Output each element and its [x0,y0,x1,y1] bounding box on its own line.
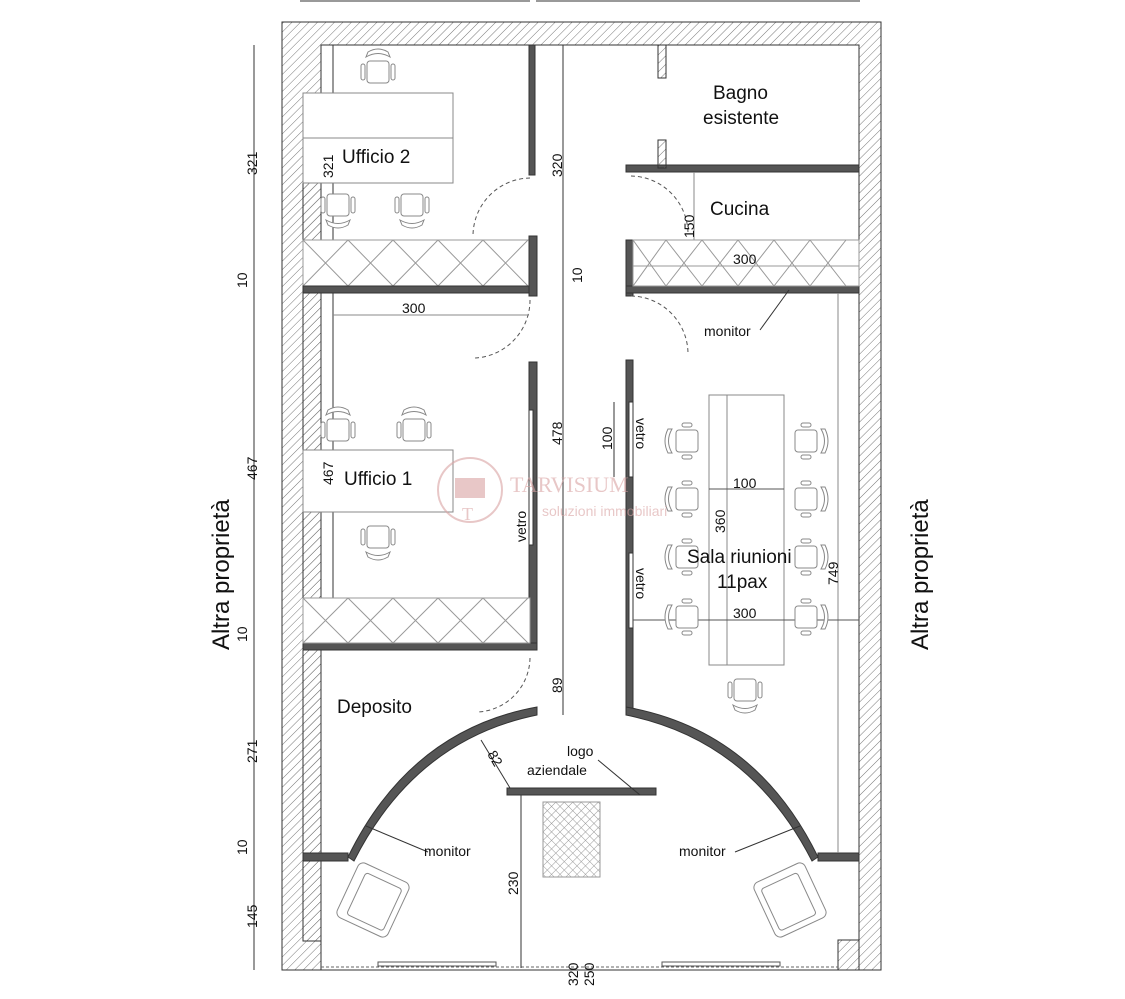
glass-partitions [528,401,634,629]
dimension-749: 749 [825,561,841,585]
monitor-label: monitor [679,843,726,859]
sliding-door-left [377,961,497,967]
watermark-name: TARVISIUM [510,472,629,497]
dimension-321: 321 [244,151,260,175]
dimension-300: 300 [733,605,757,621]
dimension-467: 467 [244,456,260,480]
logo-wall [506,787,657,796]
room-label-sala-riunioni: Sala riunioni [687,547,792,568]
dimension-467: 467 [320,461,336,485]
room-label-deposito: Deposito [337,697,412,718]
neighbor-property-left: Altra proprietà [208,499,235,650]
dimension-82: 82 [484,748,506,770]
dimension-10: 10 [234,626,250,642]
dimension-10: 10 [569,267,585,283]
dimension-321: 321 [320,154,336,178]
dimension-271: 271 [244,739,260,763]
neighbor-property-right: Altra proprietà [907,499,934,650]
watermark-logo: T TARVISIUM soluzioni immobiliari [437,457,667,524]
dimension-320: 320 [549,153,565,177]
room-label-bagno-line1: Bagno [713,83,768,104]
exterior-walls [281,21,882,971]
entrance-area: 82 logo aziendale 230 monitor monitor 32… [336,739,827,986]
glass-label: vetro [633,568,649,599]
dimension-89: 89 [549,677,565,693]
doors [472,175,689,713]
dimension-145: 145 [244,904,260,928]
dimension-230: 230 [505,871,521,895]
dimension-360: 360 [712,509,728,533]
room-capacity-label: 11pax [717,572,768,593]
monitor-label: monitor [704,323,751,339]
dimension-100: 100 [733,475,757,491]
logo-label-line1: logo [567,743,594,759]
room-ufficio-1: 300 Ufficio 1 467 vetro [302,300,531,644]
svg-text:T: T [462,504,473,524]
monitor-label: monitor [424,843,471,859]
dimension-10: 10 [234,839,250,855]
room-cucina: Cucina 150 300 [632,172,860,287]
glass-label: vetro [633,418,649,449]
room-sala-riunioni: monitor 100 vetro vetro 100 360 Sala riu… [599,289,859,853]
room-label-cucina: Cucina [710,199,770,220]
sliding-door-right [661,961,781,967]
dimension-100: 100 [599,426,615,450]
dimension-300: 300 [402,300,426,316]
dimension-150: 150 [681,214,697,238]
room-label-bagno-line2: esistente [703,108,779,129]
left-dimension-column: 321 10 467 10 271 10 145 [234,45,260,970]
rug [542,801,601,878]
dimension-10: 10 [234,272,250,288]
armchair [753,862,827,938]
armchair [336,862,410,938]
room-ufficio-2: Ufficio 2 321 [302,45,531,643]
dimension-250: 250 [581,962,597,986]
dimension-478: 478 [549,421,565,445]
room-label-ufficio-2: Ufficio 2 [342,147,410,168]
dimension-320: 320 [565,962,581,986]
watermark-tagline: soluzioni immobiliari [542,503,667,519]
glass-label: vetro [513,511,529,542]
dimension-300: 300 [733,251,757,267]
room-label-ufficio-1: Ufficio 1 [344,469,412,490]
logo-label-line2: aziendale [527,762,587,778]
